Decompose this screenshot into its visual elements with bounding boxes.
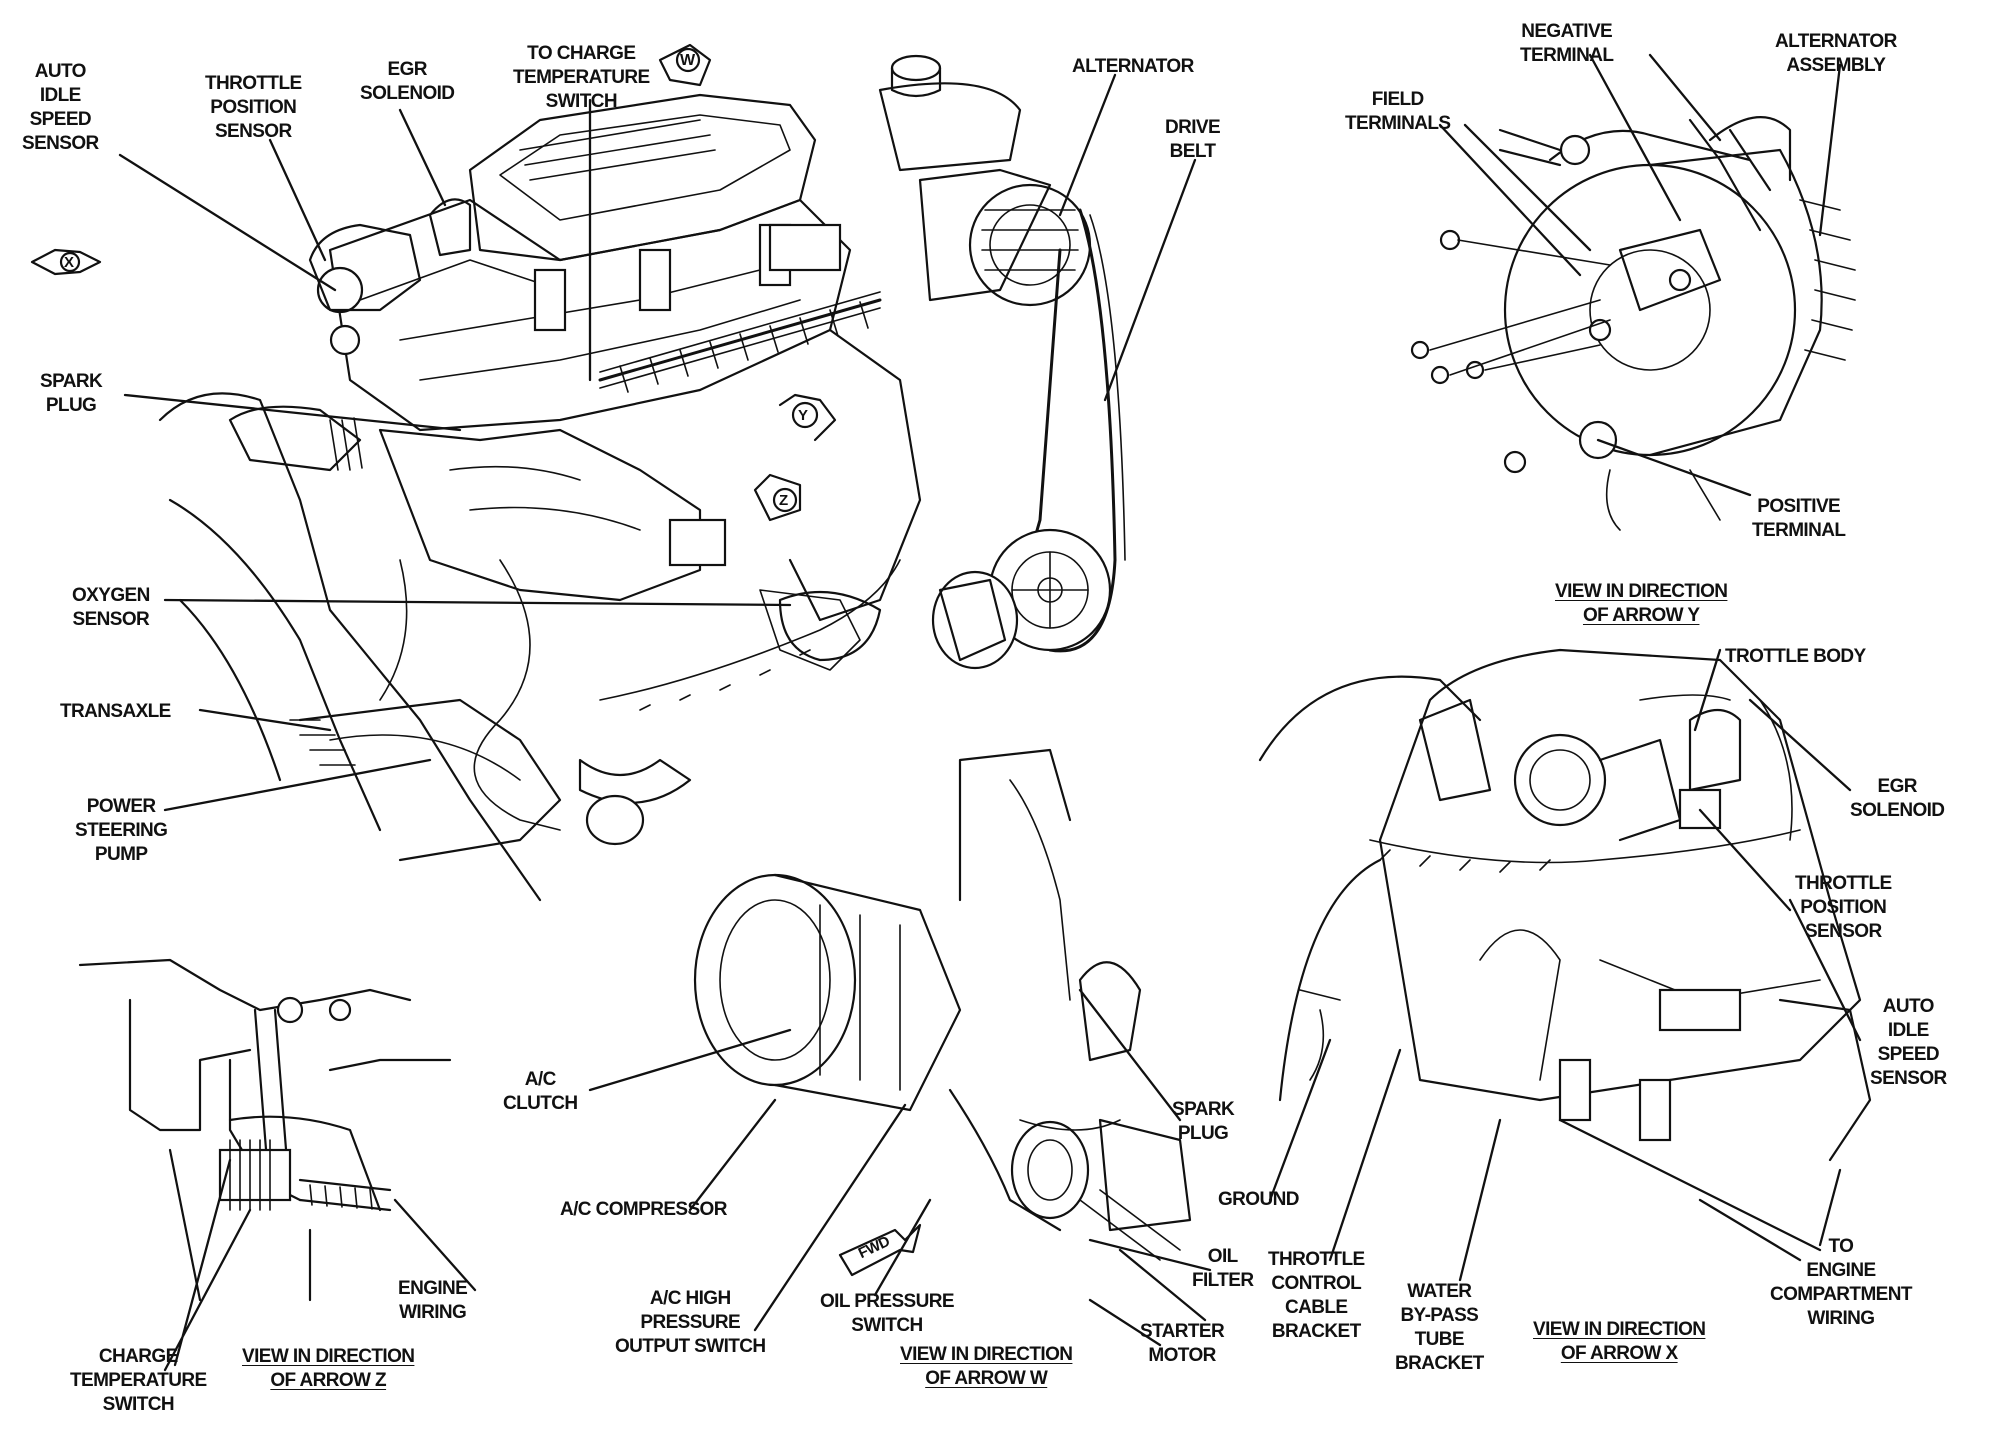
label-water-bypass-tube-bracket: WATER BY-PASS TUBE BRACKET bbox=[1395, 1281, 1484, 1374]
label-oil-pressure-switch: OIL PRESSURE SWITCH bbox=[820, 1291, 955, 1336]
label-throttle-control-cable-bracket: THROTTLE CONTROL CABLE BRACKET bbox=[1268, 1249, 1365, 1342]
label-ac-compressor: A/C COMPRESSOR bbox=[560, 1199, 727, 1220]
label-field-terminals: FIELD TERMINALS bbox=[1345, 89, 1451, 134]
label-to-charge-temperature-switch: TO CHARGE TEMPERATURE SWITCH bbox=[513, 43, 650, 112]
view-z-drawing bbox=[78, 958, 452, 1302]
label-oxygen-sensor: OXYGEN SENSOR bbox=[72, 585, 150, 630]
label-negative-terminal: NEGATIVE TERMINAL bbox=[1520, 21, 1614, 66]
view-w-drawing bbox=[693, 748, 1192, 1277]
view-x-drawing bbox=[1258, 648, 1872, 1162]
caption-view-w: VIEW IN DIRECTION OF ARROW W bbox=[900, 1344, 1073, 1389]
arrow-x-marker: X bbox=[64, 254, 74, 271]
label-throttle-position-sensor: THROTTLE POSITION SENSOR bbox=[205, 73, 302, 142]
arrow-w-marker: W bbox=[680, 52, 695, 69]
label-spark-plug-main: SPARK PLUG bbox=[40, 371, 103, 416]
label-charge-temperature-switch: CHARGE TEMPERATURE SWITCH bbox=[70, 1346, 207, 1415]
caption-view-y: VIEW IN DIRECTION OF ARROW Y bbox=[1555, 581, 1728, 626]
label-to-engine-compartment-wiring: TO ENGINE COMPARTMENT WIRING bbox=[1770, 1236, 1912, 1329]
label-transaxle: TRANSAXLE bbox=[60, 701, 171, 722]
label-ac-high-pressure-output-switch: A/C HIGH PRESSURE OUTPUT SWITCH bbox=[615, 1288, 766, 1357]
label-drive-belt: DRIVE BELT bbox=[1165, 117, 1221, 162]
arrow-markers bbox=[30, 43, 837, 522]
arrow-z-marker: Z bbox=[779, 492, 788, 509]
view-y-drawing bbox=[1410, 116, 1856, 531]
label-positive-terminal: POSITIVE TERMINAL bbox=[1752, 496, 1846, 541]
main-engine-drawing bbox=[158, 54, 1126, 902]
label-egr-solenoid: EGR SOLENOID bbox=[360, 59, 455, 104]
label-alternator: ALTERNATOR bbox=[1072, 56, 1194, 77]
label-engine-wiring: ENGINE WIRING bbox=[398, 1278, 468, 1323]
caption-view-x: VIEW IN DIRECTION OF ARROW X bbox=[1533, 1319, 1706, 1364]
label-ground: GROUND bbox=[1218, 1189, 1299, 1210]
label-trottle-body: TROTTLE BODY bbox=[1725, 646, 1866, 667]
label-auto-idle-speed-sensor: AUTO IDLE SPEED SENSOR bbox=[22, 61, 99, 154]
label-ac-clutch: A/C CLUTCH bbox=[503, 1069, 578, 1114]
label-throttle-position-sensor-x: THROTTLE POSITION SENSOR bbox=[1795, 873, 1892, 942]
label-oil-filter: OIL FILTER bbox=[1192, 1246, 1254, 1291]
label-starter-motor: STARTER MOTOR bbox=[1140, 1321, 1225, 1366]
leader-lines bbox=[118, 53, 1862, 1372]
label-alternator-assembly: ALTERNATOR ASSEMBLY bbox=[1775, 31, 1897, 76]
label-spark-plug-w: SPARK PLUG bbox=[1172, 1099, 1235, 1144]
label-auto-idle-speed-sensor-x: AUTO IDLE SPEED SENSOR bbox=[1870, 996, 1947, 1089]
label-egr-solenoid-x: EGR SOLENOID bbox=[1850, 776, 1945, 821]
caption-view-z: VIEW IN DIRECTION OF ARROW Z bbox=[242, 1346, 415, 1391]
label-power-steering-pump: POWER STEERING PUMP bbox=[75, 796, 168, 865]
arrow-y-marker: Y bbox=[798, 407, 808, 424]
